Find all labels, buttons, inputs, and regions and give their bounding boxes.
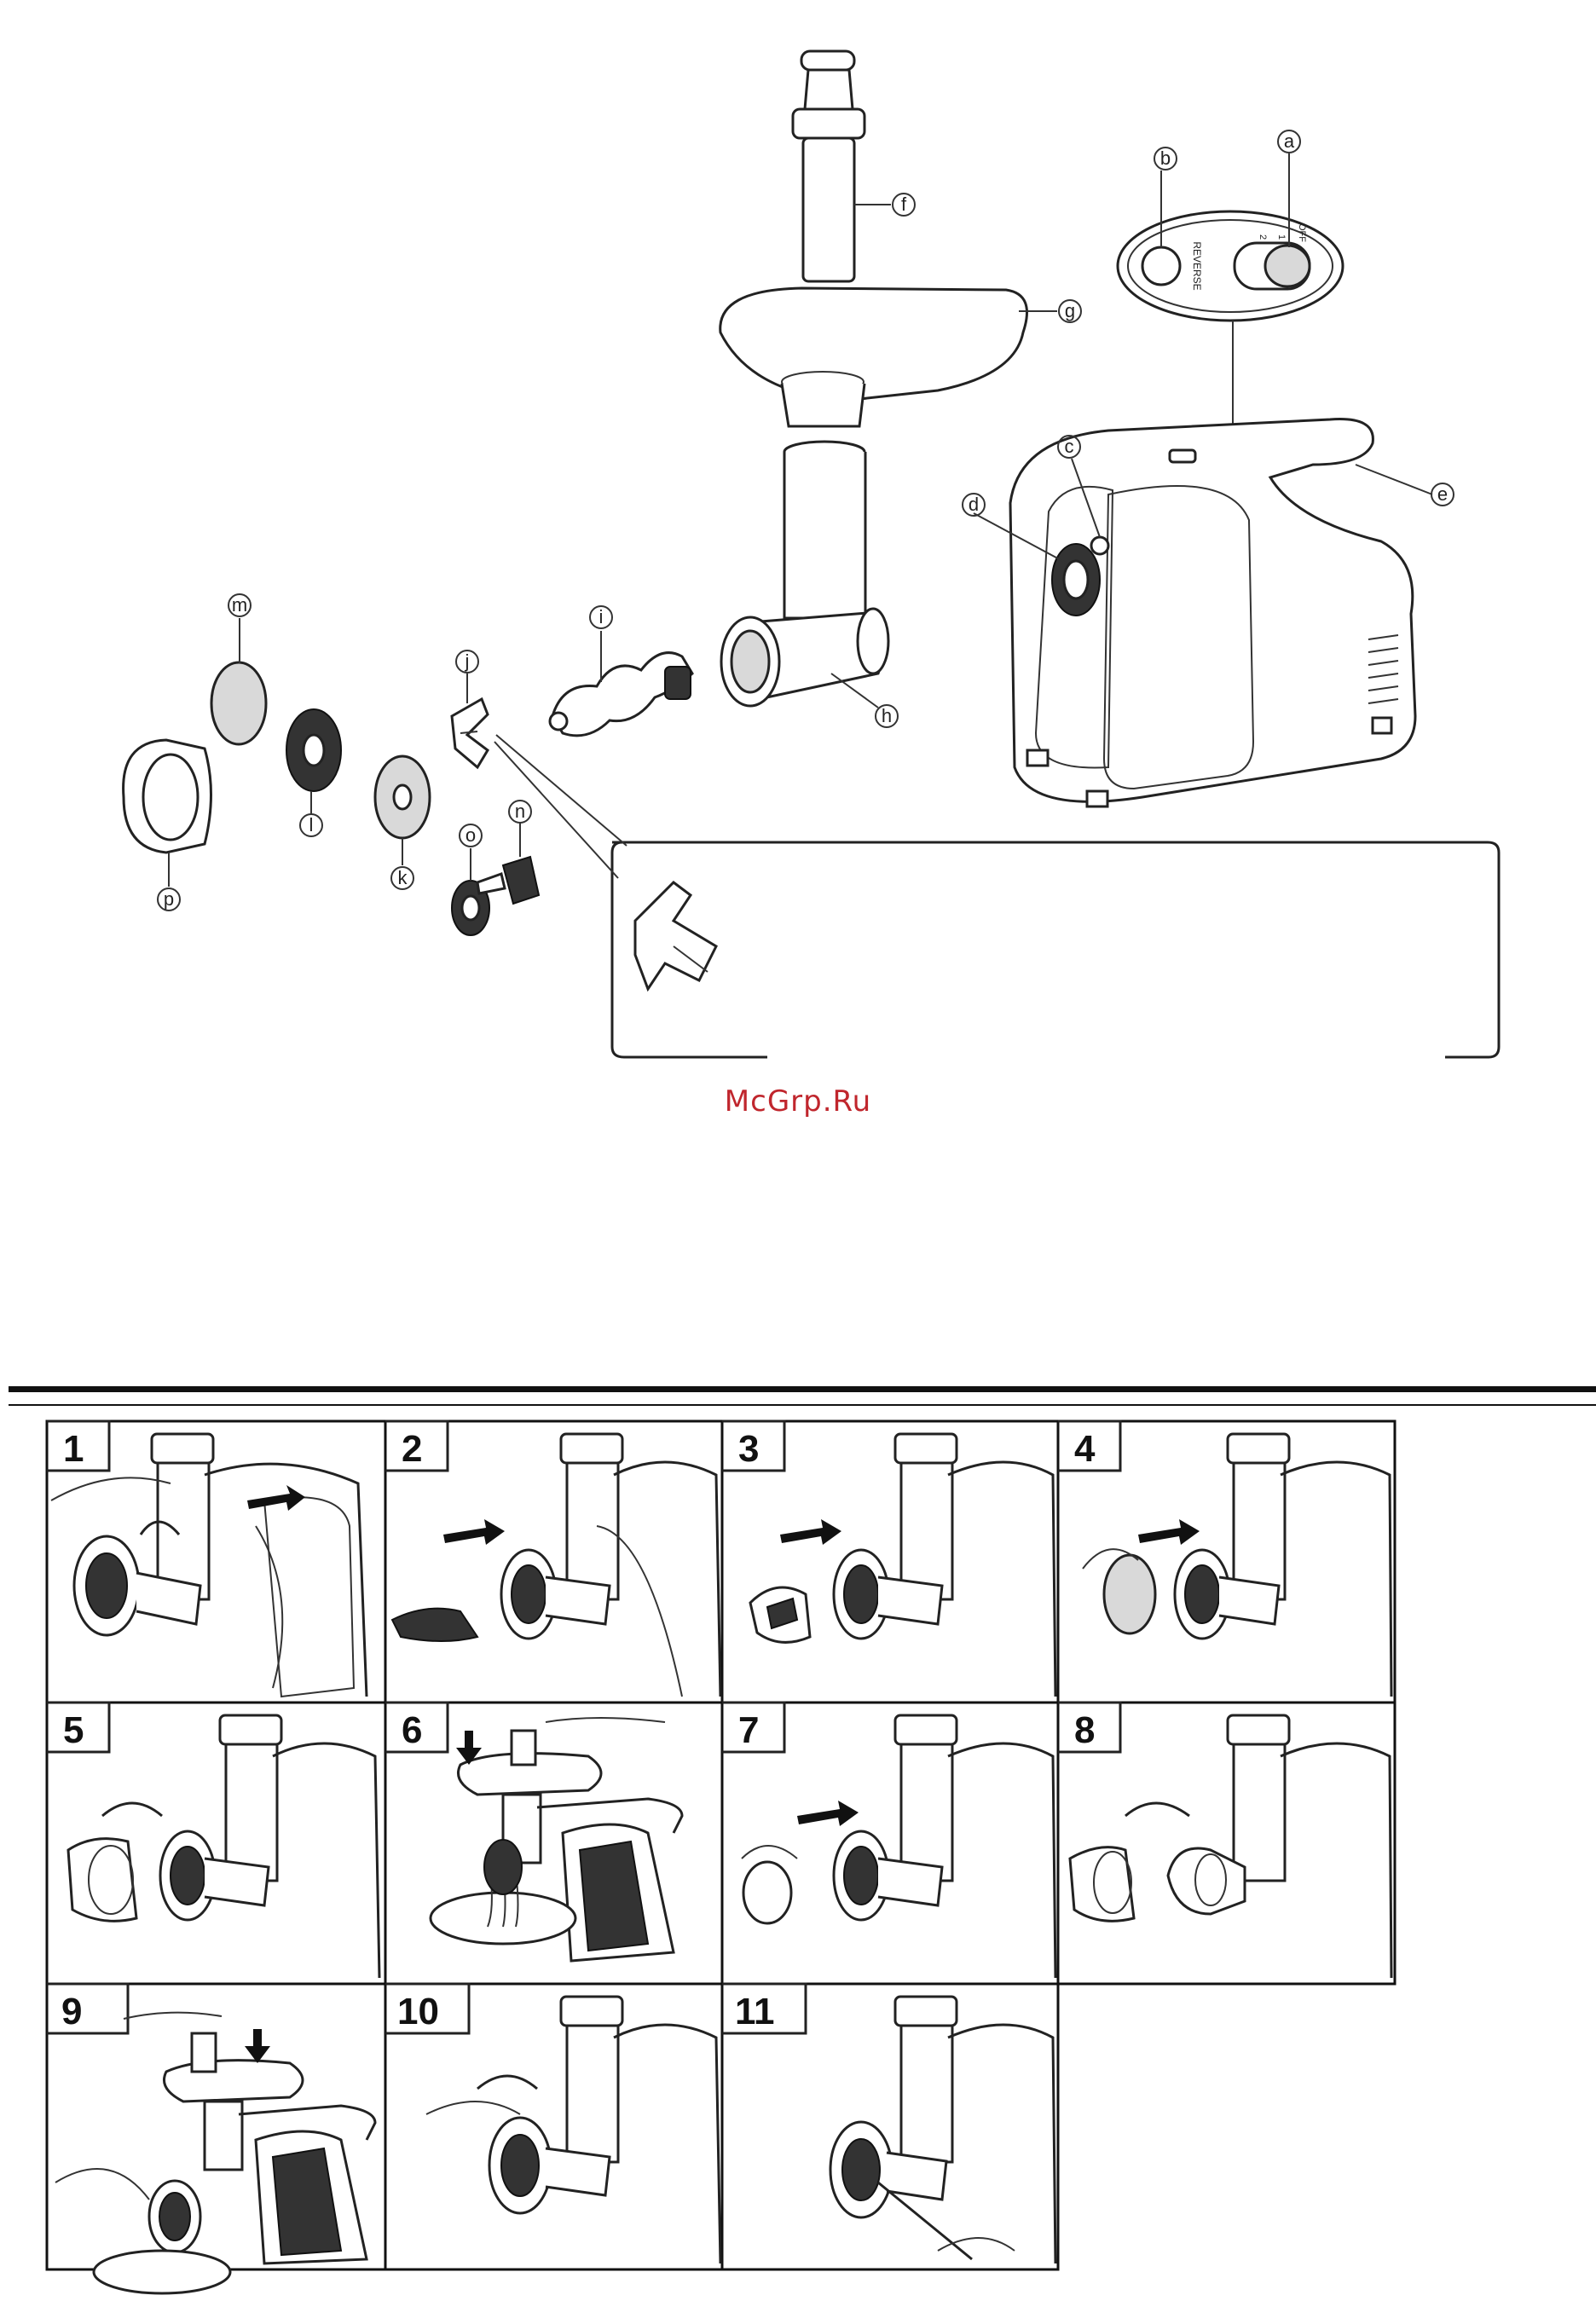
step-number: 6 (402, 1709, 422, 1751)
part-letter: e (1437, 483, 1448, 505)
part-label-h: h (876, 705, 898, 727)
part-letter: a (1284, 130, 1295, 152)
part-letter: b (1160, 147, 1171, 169)
part-letter: f (901, 194, 907, 215)
step-number: 10 (397, 1991, 439, 2032)
pusher-f (793, 51, 891, 281)
part-label-j: j (456, 650, 478, 673)
part-letter: g (1065, 300, 1075, 321)
step-3-illustration (750, 1434, 1055, 1697)
step-number: 11 (735, 1991, 775, 2032)
reverse-label: REVERSE (1191, 241, 1203, 290)
step-number: 9 (61, 1991, 82, 2032)
head-body-h (721, 442, 888, 708)
exploded-diagram: a b c d e f g h i j k l m n o p REVERSE … (124, 51, 1499, 1057)
step-8-illustration (1070, 1715, 1391, 1978)
switch-position-1: 1 (1276, 234, 1287, 240)
knife-callout-box (494, 735, 1499, 1057)
part-letter: l (309, 814, 314, 835)
part-label-m: m (228, 594, 251, 616)
assembly-steps-grid: 1 2 3 4 5 6 7 8 9 10 11 (47, 1421, 1395, 2293)
step-7-illustration (742, 1715, 1055, 1978)
part-letter: o (466, 824, 476, 846)
sausage-nozzle-n (477, 823, 539, 904)
step-number: 1 (63, 1428, 84, 1470)
part-letter: d (969, 494, 979, 515)
part-letter: p (164, 888, 174, 910)
step-5-illustration (68, 1715, 379, 1978)
part-letter: c (1065, 436, 1074, 457)
control-panel-inset (1118, 153, 1343, 431)
step-9-illustration (55, 2013, 375, 2293)
step-10-illustration (426, 1997, 720, 2263)
part-label-n: n (509, 801, 531, 823)
step-number: 7 (738, 1709, 759, 1751)
step-number: 5 (63, 1709, 84, 1751)
watermark: McGrp.Ru (0, 1084, 1596, 1119)
step-11-illustration (830, 1997, 1055, 2263)
step-number: 2 (402, 1428, 422, 1470)
motor-housing (974, 419, 1432, 807)
part-letter: m (232, 594, 247, 616)
step-number: 3 (738, 1428, 759, 1470)
part-label-b: b (1154, 147, 1177, 170)
ring-nut-p (124, 740, 211, 887)
coarse-plate-k (375, 756, 430, 865)
part-label-k: k (391, 867, 413, 889)
step-number: 8 (1074, 1709, 1095, 1751)
knife-j (452, 674, 488, 767)
switch-position-2: 2 (1258, 234, 1268, 240)
part-label-o: o (460, 824, 482, 847)
switch-position-off: OFF (1297, 223, 1307, 242)
step-4-illustration (1083, 1434, 1391, 1697)
part-label-f: f (893, 194, 915, 216)
part-letter: n (515, 801, 525, 822)
part-label-d: d (963, 494, 985, 516)
screw-i (550, 631, 692, 736)
part-label-g: g (1059, 300, 1081, 322)
section-separator (9, 1386, 1596, 1406)
part-label-l: l (300, 814, 322, 836)
step-number: 4 (1074, 1428, 1096, 1470)
medium-plate-l (286, 709, 341, 814)
part-label-a: a (1278, 130, 1300, 153)
part-letter: k (398, 867, 408, 888)
step-1-illustration (51, 1434, 367, 1697)
part-label-p: p (158, 888, 180, 911)
part-letter: j (465, 650, 470, 672)
part-letter: i (599, 606, 604, 627)
part-letter: h (882, 705, 892, 726)
feeding-tray-g (720, 288, 1057, 426)
fine-plate-m (211, 618, 266, 744)
part-label-i: i (590, 606, 612, 628)
step-6-illustration (431, 1718, 682, 1961)
part-label-e: e (1431, 483, 1454, 506)
step-2-illustration (392, 1434, 720, 1697)
